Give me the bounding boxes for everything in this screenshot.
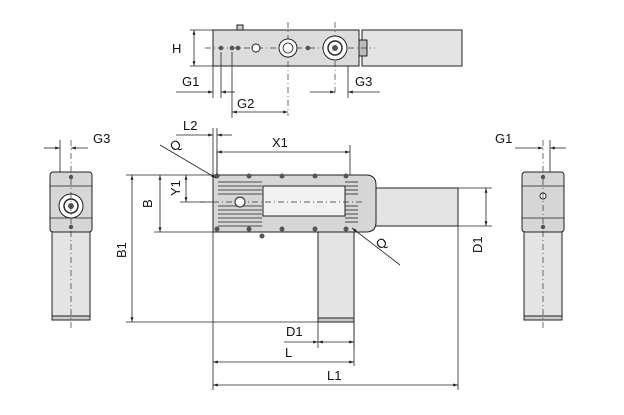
- front-view: L2 X1 Q Q B Y1 B1 D1 D1: [114, 118, 492, 390]
- left-side-view: G3: [44, 131, 110, 330]
- port-icon: [234, 196, 246, 208]
- hole-icon: [305, 45, 311, 51]
- dim-label-g1-top: G1: [182, 74, 199, 89]
- dim-label-x1: X1: [272, 135, 288, 150]
- port-icon: [278, 38, 298, 58]
- dim-label-b: B: [140, 199, 155, 208]
- dim-label-l2: L2: [183, 118, 197, 133]
- top-view-tube: [361, 29, 463, 67]
- dim-label-y1: Y1: [168, 180, 183, 196]
- dim-label-b1: B1: [114, 242, 129, 258]
- cooling-fins: [218, 181, 358, 227]
- dim-label-l: L: [285, 345, 292, 360]
- dim-label-d1-right: D1: [470, 236, 485, 253]
- hole-icon: [229, 45, 235, 51]
- front-view-window: [262, 185, 346, 217]
- dim-label-h: H: [172, 41, 181, 56]
- dim-label-g3-left: G3: [93, 131, 110, 146]
- top-view-tab: [236, 24, 244, 31]
- dim-label-g3-top: G3: [355, 74, 372, 89]
- dim-label-d1-bottom: D1: [286, 324, 303, 339]
- hole-icon: [251, 43, 261, 53]
- dim-label-q-bottom: Q: [373, 234, 390, 252]
- dim-label-l1: L1: [327, 368, 341, 383]
- front-view-lower-tube: [317, 231, 355, 323]
- front-view-side-tube: [373, 187, 459, 227]
- dim-label-g1-right: G1: [495, 131, 512, 146]
- right-side-view: G1: [495, 131, 566, 330]
- dim-label-g2: G2: [237, 96, 254, 111]
- hole-icon: [218, 45, 224, 51]
- hole-icon: [235, 45, 241, 51]
- dim-label-q-top: Q: [167, 136, 184, 154]
- top-view: H G1 G3 G2: [172, 22, 463, 118]
